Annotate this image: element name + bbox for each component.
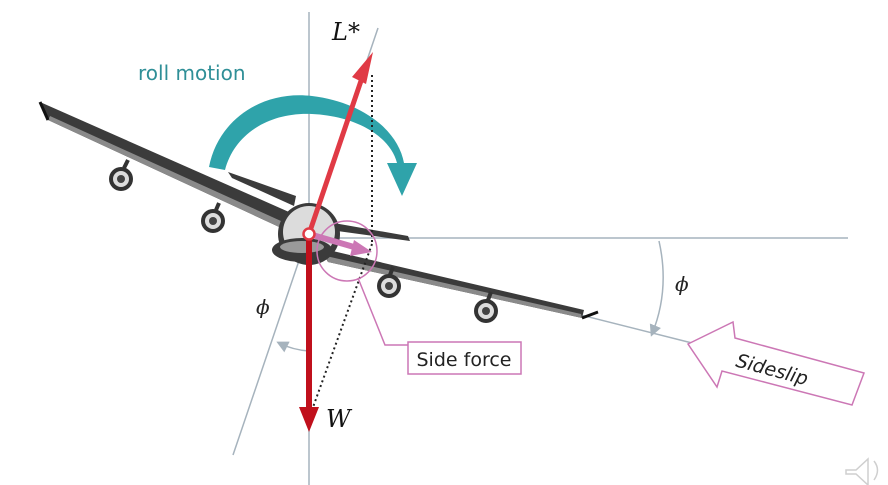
speaker-icon[interactable] — [845, 457, 879, 485]
phi-arc-left — [276, 341, 310, 353]
engine-inner-left — [201, 202, 225, 233]
side-force-label: Side force — [417, 349, 512, 371]
roll-motion-label: roll motion — [138, 61, 246, 85]
phi-label-right: ϕ — [675, 272, 689, 296]
force-arrows — [299, 52, 373, 432]
lift-arrowhead — [352, 52, 373, 84]
center-of-gravity — [302, 227, 316, 241]
roll-motion-arrow — [209, 95, 417, 196]
side-force-callout: Side force — [316, 220, 522, 375]
engine-outer-right — [474, 291, 498, 323]
left-stabilizer — [228, 172, 296, 206]
phi-label-left: ϕ — [256, 295, 270, 319]
engine-inner-right — [377, 266, 401, 298]
side-force-label-box — [407, 341, 522, 375]
lift-label: L* — [331, 18, 360, 46]
weight-label: W — [326, 405, 353, 433]
side-force-arrowhead — [350, 240, 372, 256]
lift-arrow — [306, 71, 367, 235]
weight-arrowhead — [299, 407, 319, 432]
sideslip-arrow: Sideslip — [686, 320, 865, 406]
phi-arc-right — [649, 240, 664, 337]
engine-outer-left — [109, 159, 133, 191]
side-force-highlight-circle — [316, 220, 378, 282]
resultant-dotted-line — [311, 243, 373, 411]
side-force-arrow — [308, 231, 355, 250]
aircraft — [38, 101, 599, 323]
